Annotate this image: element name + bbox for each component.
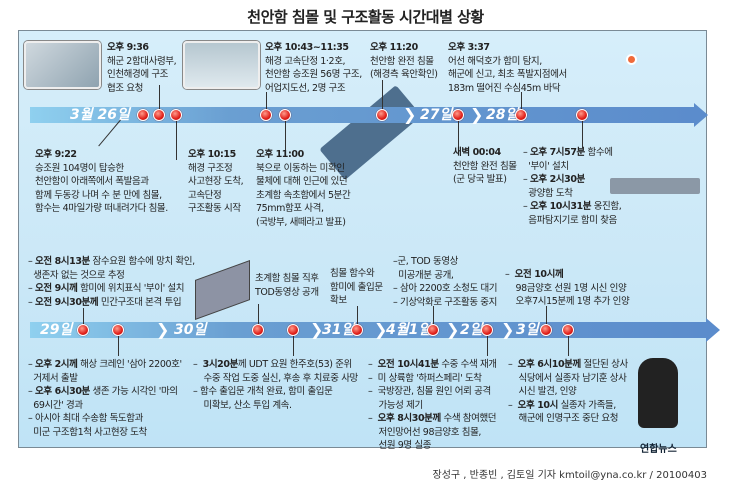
day-label: 2일	[460, 322, 483, 338]
event-marker[interactable]	[137, 109, 149, 121]
connector-line	[258, 304, 259, 324]
chevron-icon: ❯	[156, 320, 170, 339]
connector-line	[568, 334, 569, 356]
event-marker[interactable]	[287, 324, 299, 336]
event-marker[interactable]	[515, 109, 527, 121]
connector-line	[521, 92, 522, 110]
day-label: 4월1일	[386, 322, 432, 338]
events-29-morning: – 오전 8시13분 잠수요원 함수에 망치 확인, 생존자 없는 것으로 추정…	[28, 256, 195, 308]
connector-line	[176, 120, 177, 160]
event-marker[interactable]	[427, 324, 439, 336]
day-label: 3일	[516, 322, 539, 338]
event-marker[interactable]	[576, 109, 588, 121]
connector-line	[382, 80, 383, 110]
connector-line	[487, 334, 488, 356]
rescue-boat-illustration	[183, 41, 260, 89]
connector-line	[357, 306, 358, 324]
connector-line	[433, 306, 434, 324]
navy-operator-illustration	[24, 41, 101, 89]
event-marker[interactable]	[260, 109, 272, 121]
yonhap-logo: 연합뉴스	[640, 444, 677, 455]
connector-line	[458, 120, 459, 148]
events-29-afternoon: – 오후 2시께 해상 크레인 '삼아 2200호' 거제서 출발 – 오후 6…	[28, 359, 182, 438]
connector-line	[159, 85, 160, 110]
event-marker[interactable]	[540, 324, 552, 336]
credit-line: 장성구 , 반종빈 , 김토일 기자 kmtoil@yna.co.kr / 20…	[432, 470, 707, 481]
connector-line	[546, 306, 547, 324]
events-apr2: – 오전 10시41분 수중 수색 재개 – 미 상륙함 '하퍼스페리' 도착 …	[368, 359, 497, 451]
event-marker[interactable]	[153, 109, 165, 121]
page-title: 천안함 침몰 및 구조활동 시간대별 상황	[247, 8, 484, 26]
connector-line	[83, 308, 84, 324]
chevron-icon: ❯	[446, 320, 460, 339]
events-apr3: – 오후 6시10분께 절단된 상사 식당에서 실종자 남기훈 상사 시신 발견…	[508, 359, 628, 424]
events-30: – 3시20분께 UDT 요원 한주호(53) 준위 수중 작업 도중 실신, …	[193, 359, 358, 411]
day-label: 29일	[40, 322, 73, 338]
chevron-icon: ❯	[310, 320, 324, 339]
diver-illustration	[638, 358, 678, 428]
day-label: 30일	[174, 322, 207, 338]
event-marker[interactable]	[77, 324, 89, 336]
chevron-icon: ❯	[403, 105, 417, 124]
chevron-icon: ❯	[470, 105, 484, 124]
event-marker[interactable]	[279, 109, 291, 121]
event-marker[interactable]	[452, 109, 464, 121]
event-marker[interactable]	[562, 324, 574, 336]
event-marker[interactable]	[351, 324, 363, 336]
event-marker[interactable]	[112, 324, 124, 336]
events-apr1: –군, TOD 동영상 미공개분 공개, – 삼아 2200호 소청도 대기 –…	[393, 256, 498, 308]
event-marker[interactable]	[170, 109, 182, 121]
day-label: 28일	[486, 107, 519, 123]
connector-line	[266, 92, 267, 110]
event-marker[interactable]	[481, 324, 493, 336]
connector-line	[118, 334, 119, 356]
day-label: 3월 26일	[70, 107, 130, 123]
timeline-bar-top	[30, 103, 708, 127]
ship-stern-illustration	[610, 178, 700, 194]
chevron-icon: ❯	[501, 320, 515, 339]
connector-line	[285, 120, 286, 150]
event-apr3-morning: – 오전 10시께 98금양호 선원 1명 시신 인양 오후7시15분께 1명 …	[505, 269, 630, 307]
events-28: – 오후 7시57분 함수에 '부이' 설치 – 오후 2시30분 광양함 도착…	[523, 147, 622, 226]
connector-line	[293, 334, 294, 356]
day-label: 31일	[322, 322, 355, 338]
timeline-bar-bottom	[30, 318, 720, 342]
timeline-panel	[18, 30, 707, 448]
connector-line	[582, 120, 583, 148]
event-marker[interactable]	[252, 324, 264, 336]
chevron-icon: ❯	[374, 320, 388, 339]
event-marker[interactable]	[376, 109, 388, 121]
day-label: 27일	[420, 107, 453, 123]
buoy-icon	[626, 54, 637, 65]
